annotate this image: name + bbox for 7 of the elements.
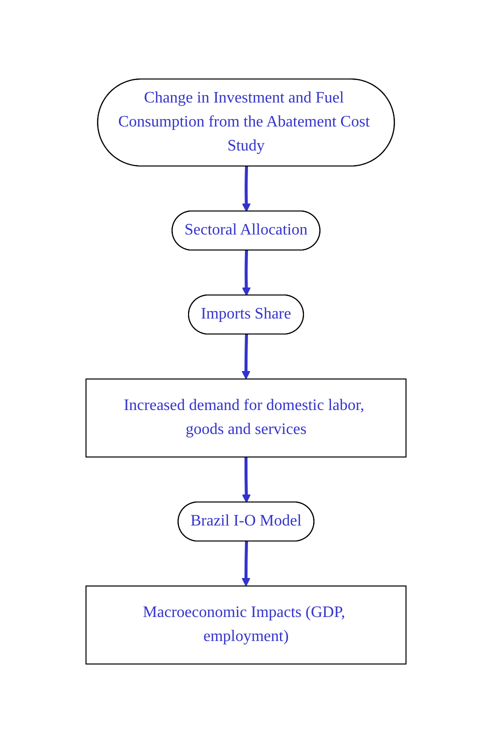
- arrow: [241, 250, 250, 296]
- arrow: [241, 456, 250, 502]
- node-box: Increased demand for domestic labor, goods and services: [85, 378, 406, 457]
- node-box: Macroeconomic Impacts (GDP, employment): [85, 585, 406, 664]
- arrow: [241, 540, 250, 586]
- arrow: [241, 334, 250, 379]
- arrow: [241, 166, 250, 212]
